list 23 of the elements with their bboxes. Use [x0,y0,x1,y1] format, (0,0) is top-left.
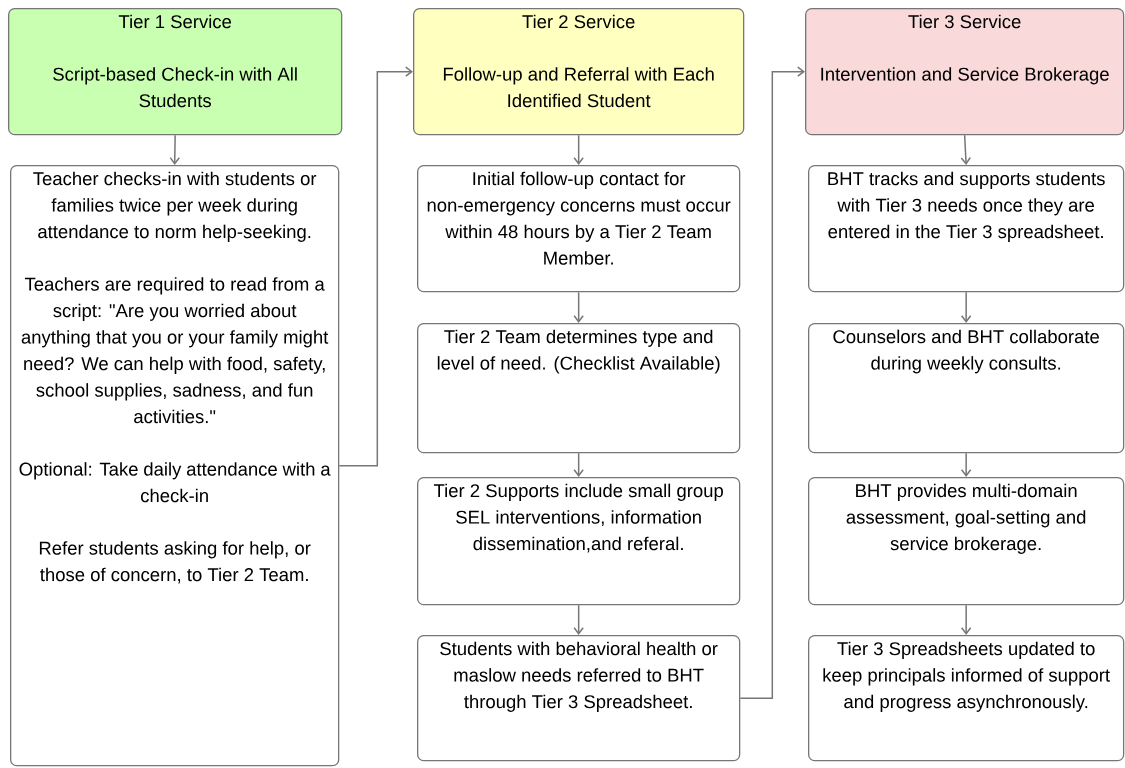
process-box: Tier 3 Spreadsheets updated to keep principals informed of support and progress asynchronously. [808,635,1125,762]
arrow [573,134,584,165]
tier-header-box: Tier 3 Service Intervention and Service Brokerage [805,8,1125,136]
arrow [960,134,972,165]
process-box: Students with behavioral health or maslow needs referred to BHT through Tier 3 Spreadsheet. [417,635,741,762]
process-box: Tier 2 Supports include small group SEL interventions, information dissemination,and referal. [417,477,741,606]
process-box: BHT tracks and supports students with Tier 3 needs once they are entered in the Tier 3 spreadsheet. [808,165,1125,293]
arrow [960,291,972,323]
process-box: Counselors and BHT collaborate during weekly consults. [808,323,1125,454]
tier-header-box: Tier 2 Service Follow-up and Referral with Each Identified Student [413,8,745,136]
arrow [573,604,584,635]
arrow [338,66,413,467]
process-box: Tier 2 Team determines type and level of need. (Checklist Available) [417,323,741,454]
arrow [573,291,584,323]
tier-header-box: Tier 1 Service Script-based Check-in with All Students [8,8,343,136]
arrow [960,604,972,635]
arrow [960,452,972,477]
process-box: Teacher checks-in with students or families twice per week during attendance to norm help-seeking. Teachers are required to read from a script: "Are you worried about anything that you or your family might need? We can help with food, safety, school supplies, sadness, and fun activities." Optional: Take daily attendance with a check-in Refer students asking for help, or those of concern, to Tier 2 Team. [10,165,340,767]
arrow [169,134,181,165]
process-box: BHT provides multi-domain assessment, goal-setting and service brokerage. [808,477,1125,606]
arrow [573,452,584,477]
arrow [739,66,805,699]
process-box: Initial follow-up contact for non-emergency concerns must occur within 48 hours by a Tier 2 Team Member. [417,165,741,293]
